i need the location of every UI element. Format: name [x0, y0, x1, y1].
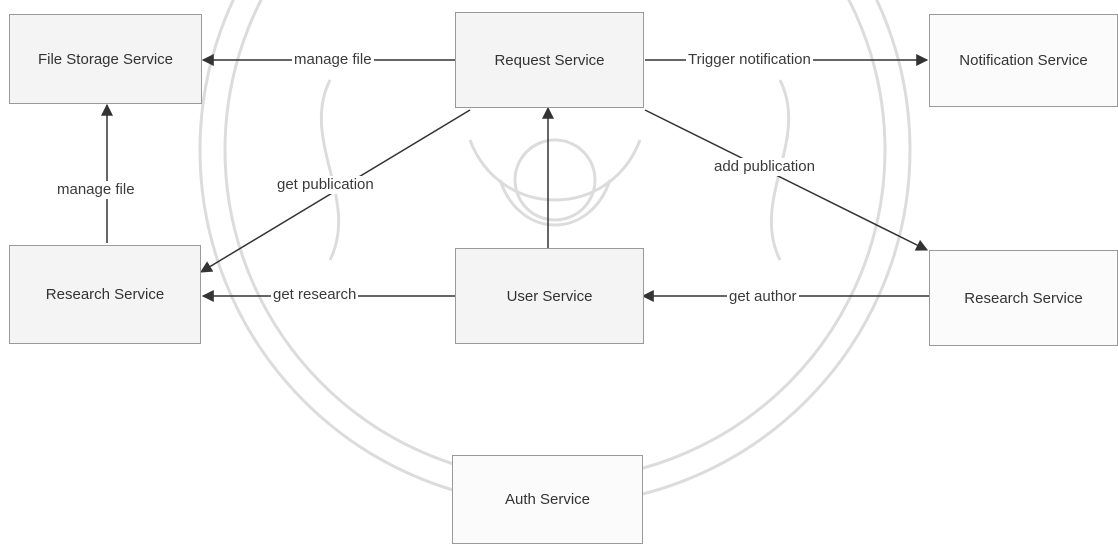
edge-label-research-to-file-storage: manage file [55, 181, 137, 199]
request-service-node: Request Service [455, 12, 644, 108]
research-service-right-label: Research Service [964, 289, 1083, 307]
request-service-label: Request Service [494, 51, 605, 69]
edge-label-request-to-research-left: get publication [275, 176, 376, 194]
research-service-left-label: Research Service [45, 286, 165, 303]
auth-service-node: Auth Service [452, 455, 643, 544]
edge-label-request-to-file-storage: manage file [292, 51, 374, 69]
file-storage-service-node: File Storage Service [9, 14, 202, 104]
research-service-left-node: Research Service [9, 245, 201, 344]
edge-label-request-to-research-right: add publication [712, 158, 817, 176]
notification-service-label: Notification Service [959, 52, 1088, 69]
notification-service-node: Notification Service [929, 14, 1118, 107]
edge-label-request-to-notification: Trigger notification [686, 51, 813, 69]
edge-request-to-research-right [644, 109, 929, 251]
user-service-label: User Service [506, 287, 593, 305]
research-service-right-node: Research Service [929, 250, 1118, 346]
file-storage-service-label: File Storage Service [37, 50, 174, 68]
auth-service-label: Auth Service [504, 491, 591, 508]
edge-label-research-right-to-user: get author [727, 288, 799, 306]
user-service-node: User Service [455, 248, 644, 344]
edge-label-user-to-research-left: get research [271, 286, 359, 304]
